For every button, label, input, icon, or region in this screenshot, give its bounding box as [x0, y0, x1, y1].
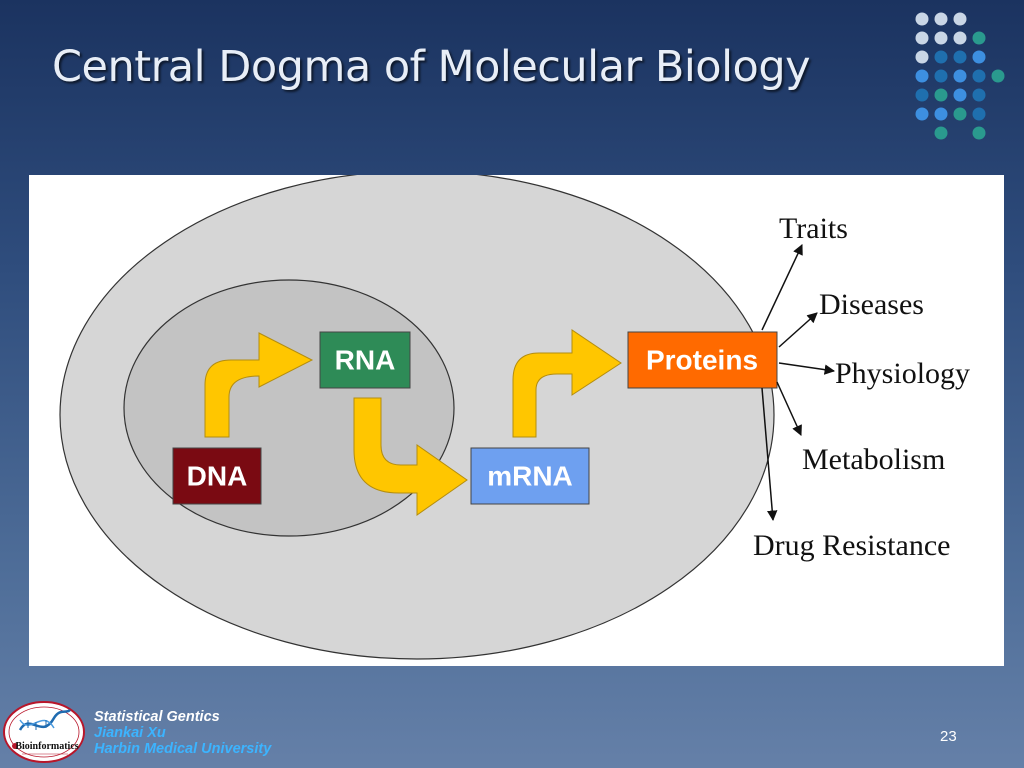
arrow-to-diseases — [778, 312, 818, 348]
decorative-dot — [915, 88, 929, 102]
decorative-dot — [915, 50, 929, 64]
decorative-dot — [934, 12, 948, 26]
bioinformatics-logo: Bioinformatics — [3, 701, 85, 763]
footer-credits: Statistical Gentics Jiankai Xu Harbin Me… — [94, 709, 271, 757]
dna-box: DNA — [172, 447, 262, 505]
decorative-dot — [972, 50, 986, 64]
mrna-box: mRNA — [470, 447, 590, 505]
decorative-dot — [915, 107, 929, 121]
outcome-drug-resistance: Drug Resistance — [753, 529, 950, 562]
decorative-dot — [953, 107, 967, 121]
decorative-dot — [953, 69, 967, 83]
decorative-dot — [934, 69, 948, 83]
logo-text: Bioinformatics — [15, 741, 78, 752]
decorative-dot — [915, 69, 929, 83]
proteins-box: Proteins — [627, 331, 778, 389]
footer-university: Harbin Medical University — [94, 741, 272, 757]
footer-author: Jiankai Xu — [94, 725, 166, 741]
central-dogma-diagram: DNA RNA mRNA Proteins Traits Diseases Ph… — [29, 175, 1004, 666]
decorative-dot — [934, 88, 948, 102]
decorative-dot — [972, 126, 986, 140]
arrow-to-metabolism — [776, 381, 802, 436]
decorative-dot — [972, 88, 986, 102]
decorative-dot — [972, 31, 986, 45]
slide-title: Central Dogma of Molecular Biology — [52, 42, 811, 92]
decorative-dot — [934, 50, 948, 64]
decorative-dot — [972, 69, 986, 83]
decorative-dot — [953, 88, 967, 102]
decorative-dot — [991, 69, 1005, 83]
dna-label: DNA — [187, 461, 248, 492]
translation-arrow — [512, 329, 622, 438]
outcome-physiology: Physiology — [835, 357, 970, 390]
footer-course: Statistical Gentics — [94, 709, 220, 725]
outcome-traits: Traits — [779, 212, 848, 245]
decorative-dot — [915, 31, 929, 45]
arrow-to-drug-resistance — [761, 387, 778, 522]
page-number: 23 — [940, 728, 957, 745]
transcription-arrow — [204, 332, 314, 438]
rna-label: RNA — [335, 345, 396, 376]
decorative-dot — [953, 50, 967, 64]
arrow-to-physiology — [778, 362, 836, 375]
mrna-label: mRNA — [487, 461, 573, 492]
diagram-canvas: DNA RNA mRNA Proteins Traits Diseases Ph… — [59, 175, 970, 660]
decorative-dot — [953, 31, 967, 45]
decorative-dot — [934, 126, 948, 140]
processing-arrow — [353, 397, 468, 516]
decorative-dot-grid — [915, 12, 1005, 140]
rna-box: RNA — [319, 331, 411, 389]
outcome-diseases: Diseases — [819, 288, 924, 321]
arrow-to-traits — [761, 244, 803, 331]
decorative-dot — [934, 107, 948, 121]
decorative-dot — [915, 12, 929, 26]
outcome-metabolism: Metabolism — [802, 443, 945, 476]
decorative-dot — [972, 107, 986, 121]
decorative-dot — [953, 12, 967, 26]
decorative-dot — [934, 31, 948, 45]
proteins-label: Proteins — [646, 345, 758, 376]
